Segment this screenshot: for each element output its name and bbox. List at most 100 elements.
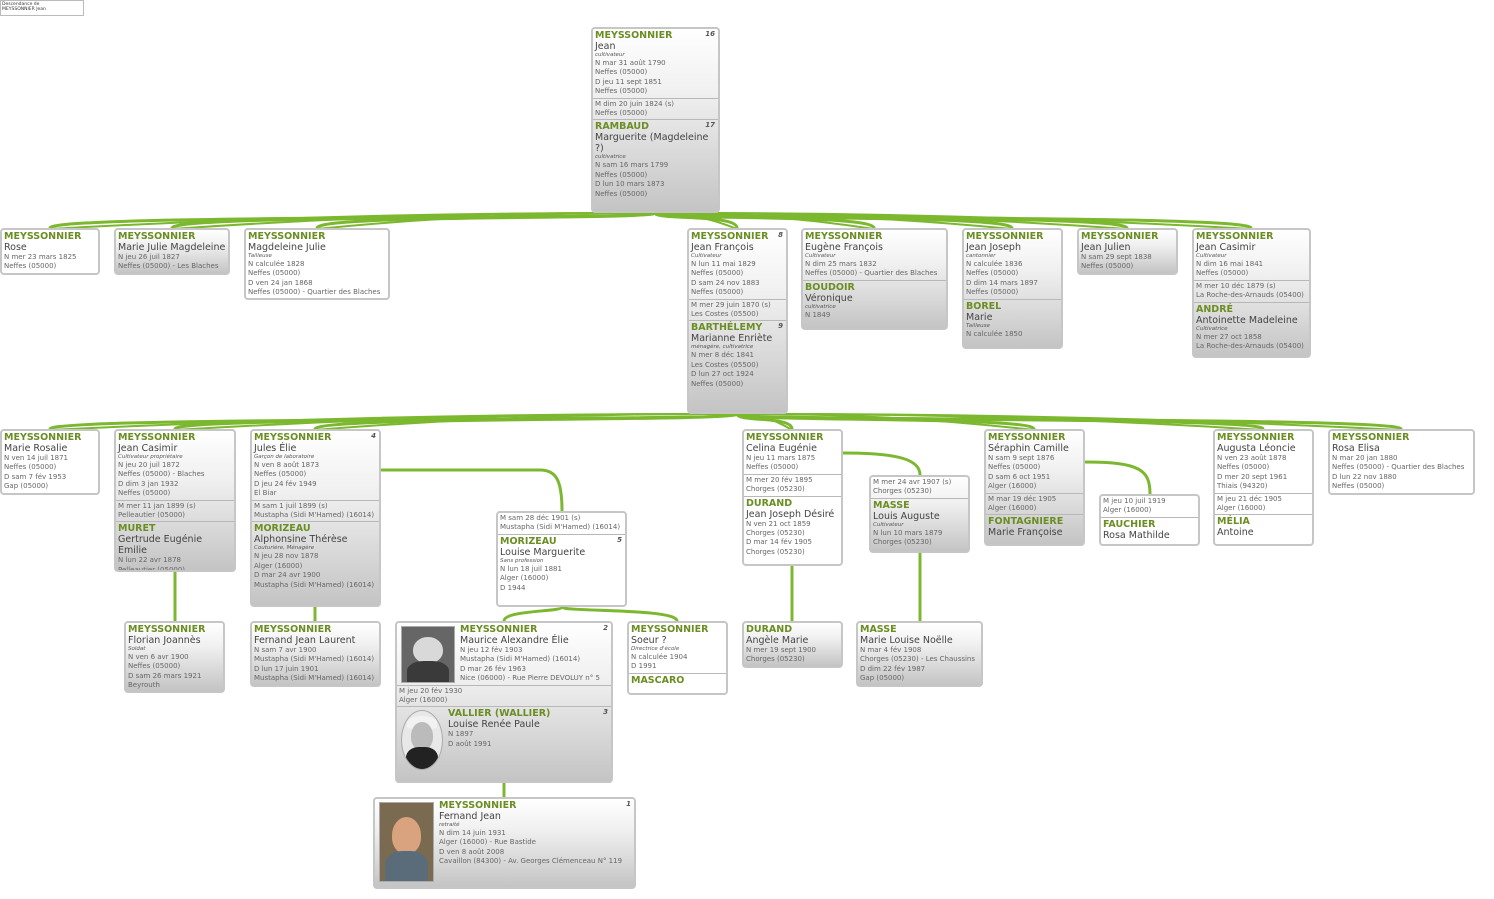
surname[interactable]: DURAND [746, 497, 793, 509]
surname[interactable]: MEYSSONNIER [691, 231, 769, 242]
surname[interactable]: FONTAGNIERE [988, 516, 1064, 528]
given-name[interactable]: Magdeleine Julie [248, 242, 326, 253]
surname[interactable]: FAUCHIER [1103, 518, 1156, 530]
given-name[interactable]: Fernand Jean [439, 811, 501, 822]
given-name[interactable]: Rosa Elisa [1332, 443, 1380, 454]
given-name[interactable]: Marianne Enriète [691, 333, 773, 345]
surname[interactable]: MEYSSONNIER [966, 231, 1044, 242]
surname[interactable]: ANDRÉ [1196, 303, 1233, 315]
surname[interactable]: MEYSSONNIER [805, 231, 883, 242]
given-name[interactable]: Soeur ? [631, 635, 667, 646]
given-name[interactable]: Marie Julie Magdeleine [118, 242, 226, 253]
person-card-masse[interactable]: M mer 24 avr 1907 (s)Chorges (05230)MASS… [869, 475, 970, 553]
surname[interactable]: MEYSSONNIER [1196, 231, 1274, 242]
surname[interactable]: BARTHÉLEMY [691, 322, 763, 334]
given-name[interactable]: Gertrude Eugénie Emilie [118, 534, 203, 557]
given-name[interactable]: Louise Marguerite [500, 546, 586, 558]
surname[interactable]: MEYSSONNIER [460, 624, 538, 635]
given-name[interactable]: Angèle Marie [746, 635, 809, 646]
given-name[interactable]: Augusta Léoncie [1217, 443, 1296, 454]
given-name[interactable]: Antoine [1217, 527, 1254, 539]
given-name[interactable]: Jean Joseph Désiré [746, 508, 835, 520]
given-name[interactable]: Rosa Mathilde [1103, 529, 1170, 541]
given-name[interactable]: Marguerite (Magdeleine ?) [595, 132, 709, 155]
surname[interactable]: MEYSSONNIER [4, 432, 82, 443]
surname[interactable]: MEYSSONNIER [746, 432, 824, 443]
portrait-photo[interactable] [401, 710, 443, 771]
given-name[interactable]: Florian Joannès [128, 635, 201, 646]
given-name[interactable]: Eugène François [805, 242, 883, 253]
given-name[interactable]: Séraphin Camille [988, 443, 1069, 454]
surname[interactable]: VALLIER (WALLIER) [448, 708, 551, 720]
surname[interactable]: MEYSSONNIER [128, 624, 206, 635]
surname[interactable]: MASSE [860, 624, 897, 635]
person-card-c5[interactable]: M sam 28 déc 1901 (s)Mustapha (Sidi M'Ha… [496, 511, 627, 607]
surname[interactable]: MEYSSONNIER [118, 432, 196, 443]
surname[interactable]: MEYSSONNIER [4, 231, 82, 242]
given-name[interactable]: Louise Renée Paule [448, 719, 540, 731]
surname[interactable]: MORIZEAU [254, 523, 311, 535]
portrait-photo[interactable] [379, 802, 434, 882]
given-name[interactable]: Jean [595, 41, 616, 52]
surname[interactable]: MEYSSONNIER [254, 432, 332, 443]
given-name[interactable]: Celina Eugénie [746, 443, 818, 454]
given-name[interactable]: Antoinette Madeleine [1196, 314, 1298, 326]
surname[interactable]: MEYSSONNIER [118, 231, 196, 242]
surname[interactable]: RAMBAUD [595, 121, 650, 133]
given-name[interactable]: Jean François [691, 242, 754, 253]
surname[interactable]: DURAND [746, 624, 793, 635]
surname[interactable]: MÉLIA [1217, 516, 1250, 528]
surname[interactable]: BOUDOIR [805, 281, 855, 293]
given-name[interactable]: Jean Julien [1081, 242, 1131, 253]
surname[interactable]: MEYSSONNIER [1217, 432, 1295, 443]
given-name[interactable]: Marie Françoise [988, 527, 1063, 539]
given-name[interactable]: Rose [4, 242, 27, 253]
given-name[interactable]: Marie Louise Noëlle [860, 635, 953, 646]
given-name[interactable]: Alphonsine Thérèse [254, 534, 348, 546]
surname[interactable]: MEYSSONNIER [631, 624, 709, 635]
given-name[interactable]: Jules Élie [254, 443, 297, 454]
surname[interactable]: MEYSSONNIER [595, 30, 673, 41]
surname[interactable]: MEYSSONNIER [1332, 432, 1410, 443]
given-name[interactable]: Jean Casimir [118, 443, 178, 454]
surname[interactable]: MEYSSONNIER [248, 231, 326, 242]
given-name[interactable]: Marie [966, 311, 993, 323]
given-name[interactable]: Jean Casimir [1196, 242, 1256, 253]
surname[interactable]: MASCARO [631, 674, 685, 686]
given-name[interactable]: Fernand Jean Laurent [254, 635, 356, 646]
surname[interactable]: MURET [118, 523, 156, 535]
given-name[interactable]: Louis Auguste [873, 510, 940, 522]
given-name[interactable]: Marie Rosalie [4, 443, 68, 454]
surname[interactable]: MEYSSONNIER [988, 432, 1066, 443]
surname[interactable]: MEYSSONNIER [439, 800, 517, 811]
given-name[interactable]: Véronique [805, 292, 853, 304]
surname[interactable]: MEYSSONNIER [1081, 231, 1159, 242]
surname[interactable]: MASSE [873, 499, 910, 511]
portrait-photo[interactable] [401, 626, 455, 683]
given-name[interactable]: Maurice Alexandre Élie [460, 635, 569, 646]
